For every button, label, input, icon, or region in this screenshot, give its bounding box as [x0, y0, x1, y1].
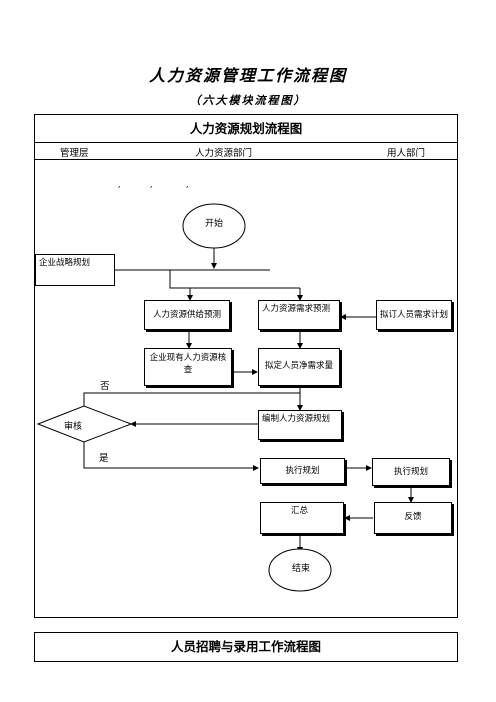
node-start-label: 开始 [205, 219, 224, 229]
node-inventory: 企业现有人力资源核查 [144, 348, 232, 386]
label-no: 否 [100, 381, 110, 392]
node-summary: 汇总 [260, 502, 344, 534]
stray-mark: , [186, 180, 189, 189]
end-terminator [268, 548, 332, 592]
node-strategy: 企业战略规划 [35, 254, 115, 286]
stray-mark: , [150, 180, 153, 189]
node-end-label: 结束 [292, 564, 311, 574]
node-feedback: 反馈 [374, 502, 452, 534]
start-terminator [182, 203, 246, 249]
lane-management: 管理层 [60, 148, 89, 159]
lane-hr: 人力资源部门 [195, 148, 253, 159]
lane-dept: 用人部门 [387, 148, 426, 159]
lane-header-row [34, 143, 458, 160]
arrow-review-yes [83, 442, 259, 471]
node-supply-forecast: 人力资源供给预测 [144, 300, 230, 330]
line-branch [169, 270, 300, 289]
node-draft-plan: 拟订人员需求计划 [376, 300, 452, 330]
review-decision [36, 405, 133, 443]
stray-mark: , [118, 180, 121, 189]
next-flowchart-heading: 人员招聘与录用工作流程图 [34, 632, 458, 662]
document-subtitle: （六大模块流程图） [189, 94, 307, 107]
node-demand-forecast: 人力资源需求预测 [258, 300, 340, 330]
node-net-demand: 拟定人员净需求量 [258, 348, 340, 386]
node-execute-hr: 执行规划 [260, 458, 345, 484]
line-review-no [83, 392, 300, 406]
node-execute-dept: 执行规划 [372, 458, 450, 486]
node-compile-plan: 编制人力资源规划 [258, 410, 342, 440]
flowchart-heading: 人力资源规划流程图 [34, 114, 458, 143]
label-yes: 是 [99, 453, 109, 464]
flowchart-frame [34, 114, 458, 618]
node-review-label: 审核 [64, 422, 83, 432]
document-title: 人力资源管理工作流程图 [148, 66, 347, 85]
